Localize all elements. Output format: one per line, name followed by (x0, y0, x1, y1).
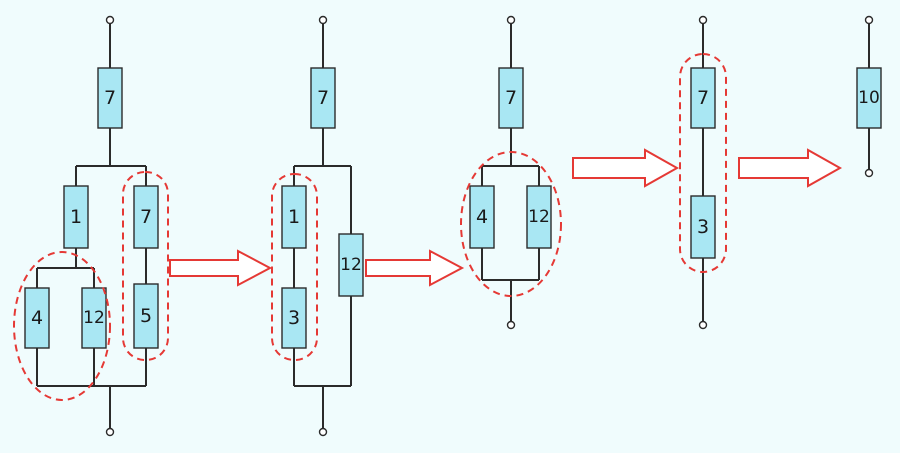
arrow-right-icon (365, 249, 465, 287)
circuit-stage-4: 7 3 (679, 15, 727, 330)
series-group-highlight (271, 173, 318, 361)
resistor: 12 (338, 233, 364, 297)
series-group-highlight (679, 53, 727, 273)
terminal-bottom (864, 168, 874, 178)
resistor: 1 (281, 185, 307, 249)
parallel-group-highlight (460, 151, 562, 297)
resistor: 5 (133, 283, 159, 349)
resistor: 12 (526, 185, 552, 249)
resistor: 4 (24, 287, 50, 349)
series-group-highlight (122, 171, 169, 361)
svg-text:12: 12 (340, 255, 362, 275)
svg-text:10: 10 (858, 88, 880, 108)
svg-text:7: 7 (505, 87, 517, 109)
svg-text:12: 12 (83, 308, 105, 328)
svg-text:7: 7 (104, 87, 116, 109)
svg-text:3: 3 (697, 216, 709, 238)
arrow-right-icon (169, 249, 273, 287)
circuit-stage-1: 7 1 4 12 7 5 (13, 15, 169, 437)
svg-text:12: 12 (528, 207, 550, 227)
svg-text:7: 7 (140, 206, 152, 228)
resistor: 1 (63, 185, 89, 249)
terminal-bottom (105, 427, 115, 437)
resistor: 10 (856, 67, 882, 129)
terminal-bottom (506, 320, 516, 330)
circuit-stage-5: 10 (856, 15, 882, 178)
terminal-top (698, 15, 708, 25)
resistor: 3 (690, 195, 716, 259)
terminal-bottom (318, 427, 328, 437)
svg-text:7: 7 (317, 87, 329, 109)
svg-text:3: 3 (288, 307, 300, 329)
arrow-right-icon (572, 148, 680, 188)
circuit-stage-3: 7 4 12 (460, 15, 562, 330)
terminal-bottom (698, 320, 708, 330)
terminal-top (105, 15, 115, 25)
svg-text:7: 7 (697, 87, 709, 109)
resistor: 7 (498, 67, 524, 129)
resistor: 12 (81, 287, 107, 349)
terminal-top (864, 15, 874, 25)
resistor: 7 (97, 67, 123, 129)
svg-text:1: 1 (70, 206, 82, 228)
parallel-group-highlight (13, 251, 111, 401)
resistor: 7 (690, 67, 716, 129)
resistor: 7 (133, 185, 159, 249)
terminal-top (506, 15, 516, 25)
svg-text:4: 4 (476, 206, 488, 228)
svg-text:1: 1 (288, 206, 300, 228)
circuit-stage-2: 7 1 3 12 (271, 15, 364, 437)
arrow-right-icon (738, 148, 843, 188)
svg-text:5: 5 (140, 305, 152, 327)
terminal-top (318, 15, 328, 25)
resistor: 4 (469, 185, 495, 249)
resistor: 7 (310, 67, 336, 129)
svg-text:4: 4 (31, 307, 43, 329)
resistor: 3 (281, 287, 307, 349)
